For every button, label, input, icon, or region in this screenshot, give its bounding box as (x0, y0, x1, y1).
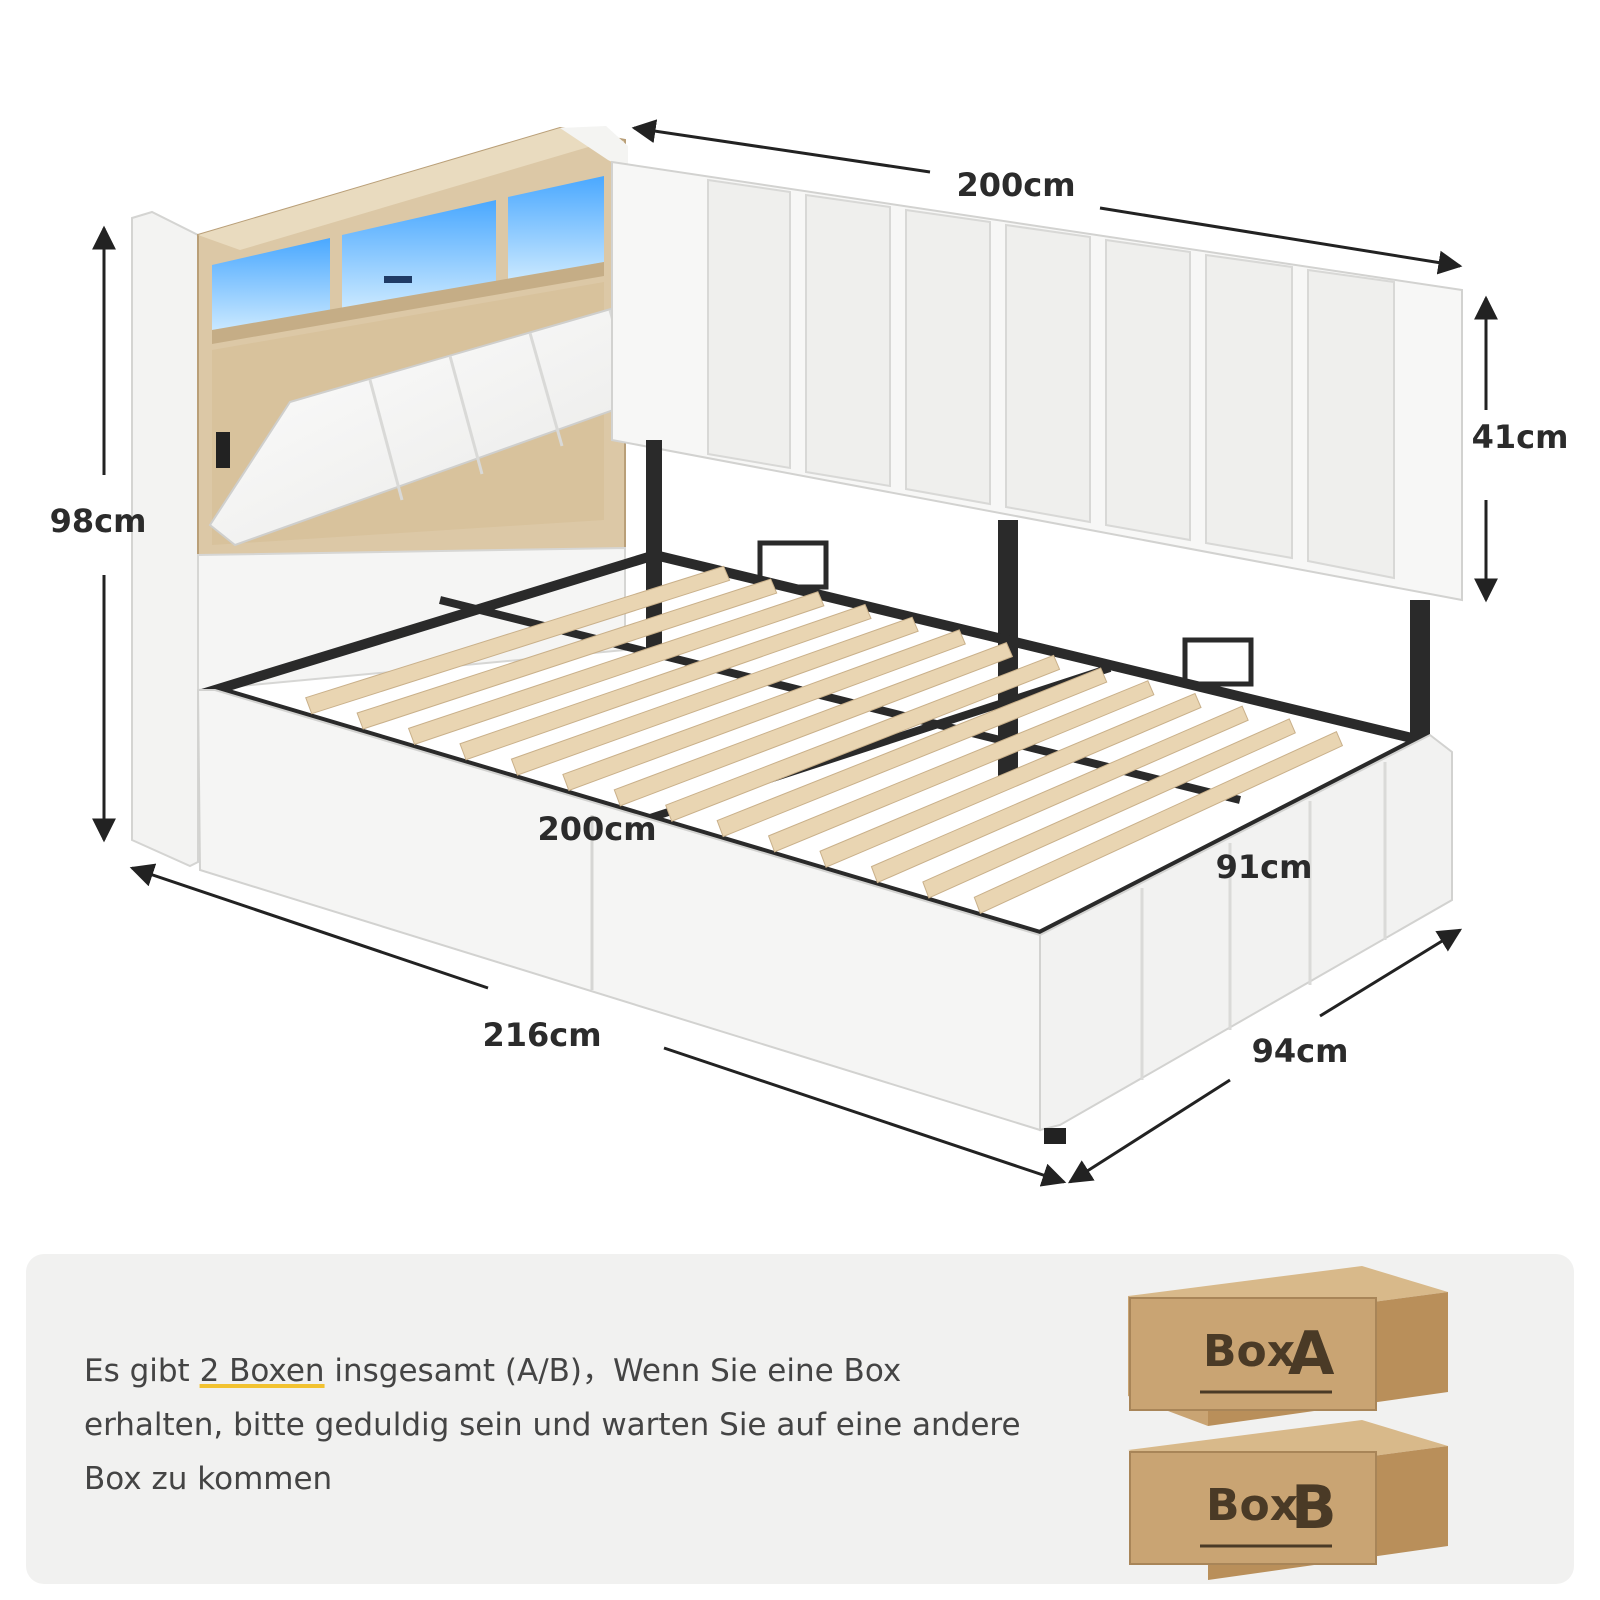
slat (356, 578, 778, 730)
slat (870, 705, 1249, 884)
dim-total-height: 98cm (50, 502, 147, 540)
slat (407, 591, 825, 746)
info-highlight: 2 Boxen (199, 1353, 325, 1389)
led-shelves (212, 176, 604, 344)
slat (922, 718, 1296, 899)
slat (819, 692, 1202, 868)
dim-headboard-length: 200cm (956, 166, 1075, 204)
info-panel: Es gibt 2 Boxen insgesamt (A/B)，Wenn Sie… (26, 1254, 1574, 1584)
shipping-info-text: Es gibt 2 Boxen insgesamt (A/B)，Wenn Sie… (84, 1344, 1044, 1506)
info-text-before: Es gibt (84, 1353, 200, 1389)
slat (562, 629, 966, 792)
dimension-lines (92, 119, 1498, 1187)
left-side-panel (131, 210, 199, 868)
dim-total-width: 94cm (1252, 1032, 1349, 1070)
box-b-icon: Box B (1128, 1420, 1448, 1580)
slat (459, 603, 872, 761)
slat (510, 616, 919, 776)
bed-dimension-diagram: 200cm 41cm 98cm 200cm 91cm 216cm 94cm (50, 119, 1569, 1187)
dim-total-length: 216cm (482, 1016, 601, 1054)
slat (716, 667, 1108, 838)
info-text-after: insgesamt (A/B)，Wenn Sie eine Box erhalt… (84, 1353, 1021, 1497)
headboard-channels (707, 178, 1395, 580)
box-a-word: Box (1203, 1326, 1295, 1377)
slat (767, 680, 1155, 853)
slat (665, 654, 1061, 822)
box-a-letter: A (1288, 1319, 1335, 1389)
dim-slat-length: 200cm (537, 810, 656, 848)
dim-slat-width: 91cm (1216, 848, 1313, 886)
slat (613, 642, 1014, 807)
box-b-word: Box (1206, 1480, 1298, 1531)
bed-foot-end (1039, 733, 1453, 1132)
box-a-icon: Box A (1128, 1266, 1448, 1426)
slats (305, 565, 1344, 915)
dim-headboard-height: 41cm (1472, 418, 1569, 456)
slat (305, 565, 731, 715)
slat (973, 730, 1344, 915)
box-b-letter: B (1291, 1473, 1337, 1543)
